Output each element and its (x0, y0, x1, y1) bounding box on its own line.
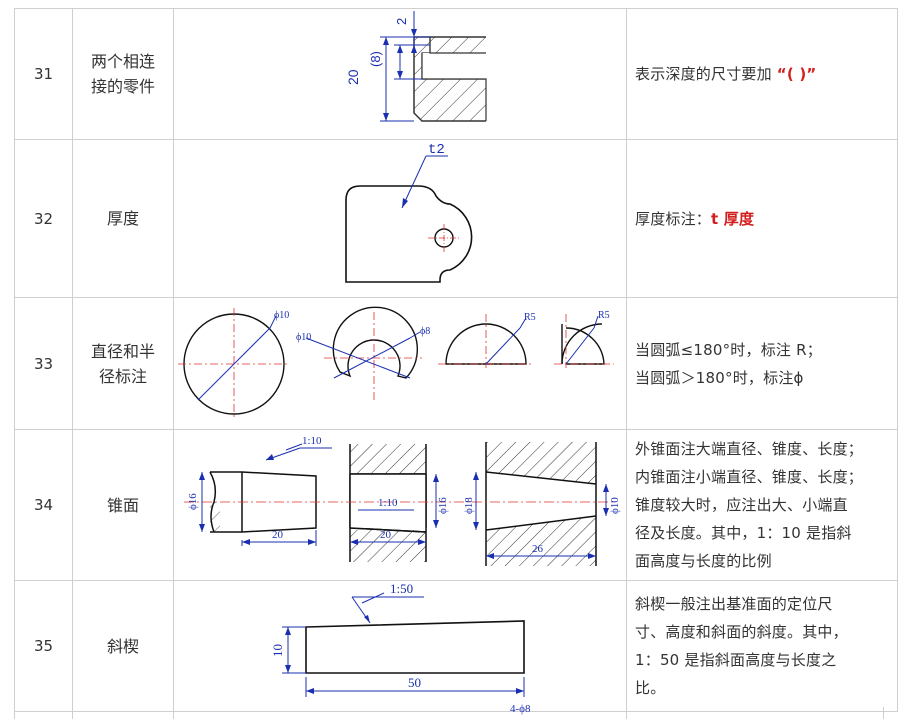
desc-line: 径及长度。其中，1：10 是指斜 (635, 524, 852, 542)
figure-taper: 1:10 ϕ16 20 1:10 ϕ16 20 ϕ18 ϕ10 26 (173, 429, 627, 581)
partial-dim-label: 4-ϕ8 (510, 703, 531, 715)
row-name-line: 两个相连 (90, 52, 155, 71)
diameter-label: ϕ18 (463, 497, 475, 514)
table-row: 31 两个相连 接的零件 (14, 8, 898, 140)
desc-line: 外锥面注大端直径、锥度、长度； (635, 440, 864, 458)
desc-text: 表示深度的尺寸要加 (635, 65, 772, 83)
cell-divider (14, 707, 15, 719)
taper-ratio-label: 1:10 (378, 497, 398, 509)
figure-diameter-radius: ϕ10 ϕ10 ϕ8 R5 R5 (173, 297, 627, 430)
slope-ratio-label: 1:50 (390, 581, 413, 596)
drawing-diameter-radius: ϕ10 ϕ10 ϕ8 R5 R5 (178, 306, 614, 420)
thickness-label: t2 (428, 142, 445, 158)
figure-wedge: 1:50 10 50 (173, 580, 627, 712)
height-label: 10 (270, 644, 285, 657)
desc-line: 当圆弧＞180°时，标注ϕ (635, 368, 804, 387)
row-description: 斜楔一般注出基准面的定位尺 寸、高度和斜面的斜度。其中， 1：50 是指斜面高度… (626, 580, 898, 712)
row-number: 35 (14, 580, 73, 712)
row-name: 厚度 (72, 139, 174, 298)
row-name: 斜楔 (72, 580, 174, 712)
desc-line: 当圆弧≤180°时，标注 R； (635, 340, 822, 359)
row-description: 厚度标注：t 厚度 (626, 139, 898, 298)
table-row: 35 斜楔 1:50 10 (14, 580, 898, 712)
desc-line: 内锥面注小端直径、锥度、长度； (635, 468, 864, 486)
desc-line: 面高度与长度的比例 (635, 552, 772, 570)
table-row: 34 锥面 (14, 429, 898, 581)
drawing-connected-parts: 20 (8) 2 (345, 11, 487, 122)
row-description: 表示深度的尺寸要加 “( )” (626, 8, 898, 140)
drawing-taper: 1:10 ϕ16 20 1:10 ϕ16 20 ϕ18 ϕ10 26 (184, 435, 621, 566)
table-row: 33 直径和半 径标注 (14, 297, 898, 430)
diameter-label: ϕ16 (437, 497, 449, 514)
drawing-wedge: 1:50 10 50 (270, 581, 525, 697)
diameter-label: ϕ16 (187, 493, 199, 510)
cell-divider (626, 707, 627, 719)
desc-line: 比。 (635, 679, 666, 697)
taper-ratio-label: 1:10 (302, 435, 322, 447)
annotation-table: 31 两个相连 接的零件 (14, 8, 898, 712)
row-name-line: 径标注 (98, 366, 147, 386)
row-name: 直径和半 径标注 (72, 297, 174, 430)
row-number: 31 (14, 8, 73, 140)
length-label: 20 (380, 529, 392, 541)
dim-8-label: (8) (368, 51, 383, 67)
desc-line: 寸、高度和斜面的斜度。其中， (635, 623, 848, 641)
table-row: 32 厚度 t2 厚度标注：t 厚度 (14, 139, 898, 298)
desc-text: 厚度标注： (635, 209, 712, 228)
dim-20-label: 20 (345, 69, 361, 85)
cell-divider (72, 707, 73, 719)
cell-divider (883, 707, 884, 719)
row-description: 当圆弧≤180°时，标注 R； 当圆弧＞180°时，标注ϕ (626, 297, 898, 430)
row-name-line: 直径和半 (90, 341, 155, 361)
dim-2-label: 2 (394, 18, 409, 25)
radius-label: R5 (524, 312, 536, 323)
figure-connected-parts: 20 (8) 2 (173, 8, 627, 140)
row-name-line: 接的零件 (90, 77, 155, 96)
row-number: 33 (14, 297, 73, 430)
row-number: 32 (14, 139, 73, 298)
desc-line: 1：50 是指斜面高度与长度之 (635, 651, 837, 669)
drawing-thickness: t2 (345, 142, 473, 283)
diameter-label: ϕ10 (274, 310, 289, 321)
row-name: 锥面 (72, 429, 174, 581)
radius-label: R5 (598, 310, 610, 321)
diameter-label: ϕ8 (420, 326, 430, 337)
length-label: 26 (532, 543, 544, 555)
length-label: 20 (272, 529, 284, 541)
desc-line: 斜楔一般注出基准面的定位尺 (635, 595, 833, 613)
desc-emphasis: t 厚度 (711, 209, 755, 228)
row-number: 34 (14, 429, 73, 581)
desc-emphasis: “( )” (776, 65, 817, 83)
length-label: 50 (408, 675, 421, 690)
cell-divider (173, 707, 174, 719)
partial-next-row: 4-ϕ8 (14, 703, 884, 719)
diameter-label: ϕ10 (609, 497, 621, 514)
row-name: 两个相连 接的零件 (72, 8, 174, 140)
diameter-label: ϕ10 (296, 332, 311, 343)
figure-thickness: t2 (173, 139, 627, 298)
desc-line: 锥度较大时，应注出大、小端直 (635, 496, 848, 514)
row-description: 外锥面注大端直径、锥度、长度； 内锥面注小端直径、锥度、长度； 锥度较大时，应注… (626, 429, 898, 581)
